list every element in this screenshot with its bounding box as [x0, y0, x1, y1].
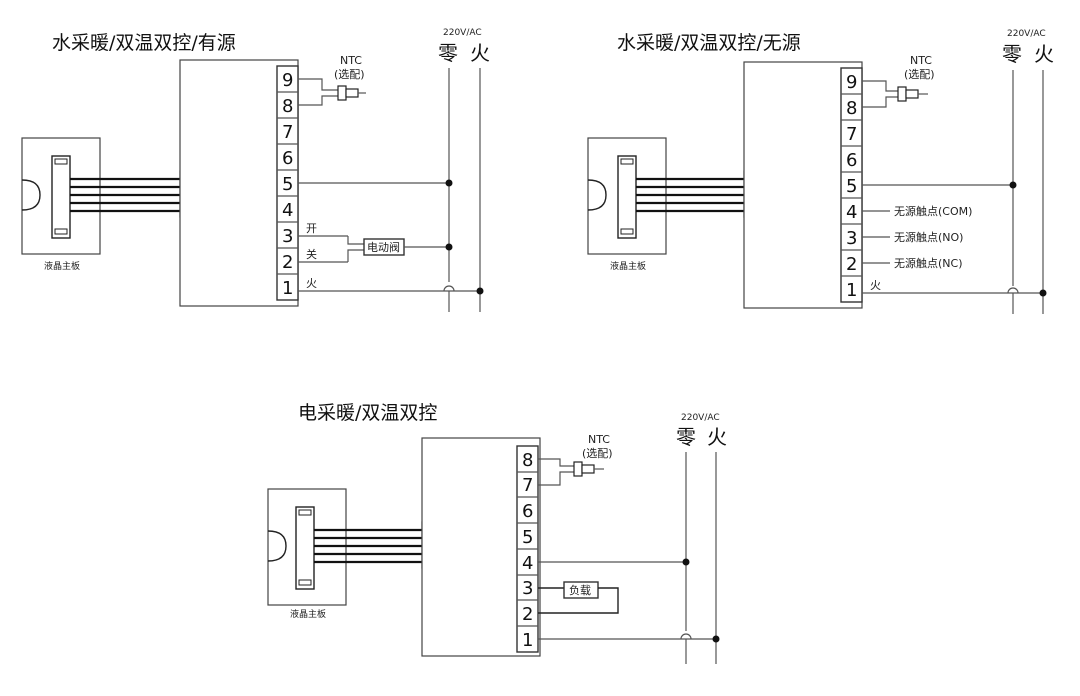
terminal-block: 8 7 6 5 4 3 2 1	[516, 445, 539, 653]
terminal-4: 4	[522, 553, 533, 574]
live-label: 火	[1034, 42, 1054, 66]
terminal-3: 3	[282, 226, 293, 247]
diagram-title: 水采暖/双温双控/无源	[617, 32, 801, 54]
diagram-electric-heating: 电采暖/双温双控 液晶主板 8	[267, 402, 727, 664]
ribbon-cable	[70, 170, 197, 218]
terminal-block: 9 8 7 6 5 4 3 2 1	[840, 67, 863, 303]
power-supply: 220V/AC 零 火	[438, 28, 490, 312]
power-supply: 220V/AC 零 火	[1002, 29, 1054, 314]
terminal-9: 9	[846, 72, 857, 93]
valve-label: 电动阀	[367, 240, 400, 254]
ribbon-cable	[636, 170, 761, 218]
voltage-label: 220V/AC	[1007, 29, 1046, 39]
terminal-block: 9 8 7 6 5 4 3 2 1	[276, 65, 299, 301]
neutral-label: 零	[1002, 42, 1022, 66]
ntc-label: NTC	[588, 433, 610, 446]
terminal-6: 6	[522, 501, 533, 522]
load-label: 负载	[569, 583, 591, 597]
neutral-label: 零	[676, 425, 696, 449]
terminal-5: 5	[522, 527, 533, 548]
live-wire-label: 火	[870, 279, 881, 292]
board-label: 液晶主板	[44, 260, 80, 272]
ntc-label: NTC	[340, 54, 362, 67]
terminal-8: 8	[846, 98, 857, 119]
terminal-2: 2	[522, 604, 533, 625]
board-label: 液晶主板	[610, 260, 646, 272]
terminal-8: 8	[282, 96, 293, 117]
terminal-7: 7	[282, 122, 293, 143]
voltage-label: 220V/AC	[681, 413, 720, 423]
live-wire-label: 火	[306, 277, 317, 290]
ntc-sensor: NTC (选配)	[862, 54, 935, 108]
ribbon-cable	[314, 521, 439, 569]
terminal-8: 8	[522, 450, 533, 471]
voltage-label: 220V/AC	[443, 28, 482, 38]
terminal-4: 4	[282, 200, 293, 221]
terminal-7: 7	[522, 475, 533, 496]
wiring: 负载	[538, 558, 720, 643]
terminal-7: 7	[846, 124, 857, 145]
close-label: 关	[306, 247, 317, 261]
live-label: 火	[470, 41, 490, 65]
terminal-9: 9	[282, 70, 293, 91]
wiring: 无源触点(COM) 无源触点(NO) 无源触点(NC) 火	[862, 181, 1047, 297]
wiring: 电动阀 开 关 火	[298, 179, 484, 295]
terminal-5: 5	[846, 176, 857, 197]
ntc-sensor: NTC (选配)	[298, 54, 366, 106]
terminal-4: 4	[846, 202, 857, 223]
ntc-sensor: NTC (选配)	[538, 433, 613, 486]
lcd-board: 液晶主板	[21, 137, 101, 272]
diagram-title: 水采暖/双温双控/有源	[52, 32, 236, 54]
ntc-label: NTC	[910, 54, 932, 67]
neutral-label: 零	[438, 41, 458, 65]
terminal-1: 1	[846, 280, 857, 301]
ntc-optional-label: (选配)	[582, 447, 613, 460]
diagram-active-water-heating: 水采暖/双温双控/有源 液晶主板	[21, 28, 490, 312]
terminal-5: 5	[282, 174, 293, 195]
power-supply: 220V/AC 零 火	[676, 413, 727, 664]
load-box	[563, 581, 599, 599]
terminal-6: 6	[282, 148, 293, 169]
open-label: 开	[306, 222, 317, 235]
board-label: 液晶主板	[290, 608, 326, 620]
terminal-2: 2	[846, 254, 857, 275]
contact-nc-label: 无源触点(NC)	[894, 256, 963, 270]
diagram-title: 电采暖/双温双控	[298, 402, 437, 424]
terminal-1: 1	[282, 278, 293, 299]
lcd-board: 液晶主板	[267, 488, 347, 620]
ntc-optional-label: (选配)	[904, 68, 935, 81]
terminal-2: 2	[282, 252, 293, 273]
diagram-passive-water-heating: 水采暖/双温双控/无源 液晶主板	[587, 29, 1054, 314]
contact-com-label: 无源触点(COM)	[894, 204, 972, 218]
terminal-3: 3	[522, 578, 533, 599]
terminal-6: 6	[846, 150, 857, 171]
contact-no-label: 无源触点(NO)	[894, 230, 963, 244]
terminal-3: 3	[846, 228, 857, 249]
ntc-optional-label: (选配)	[334, 68, 365, 81]
live-label: 火	[707, 425, 727, 449]
terminal-1: 1	[522, 630, 533, 651]
lcd-board: 液晶主板	[587, 137, 667, 272]
